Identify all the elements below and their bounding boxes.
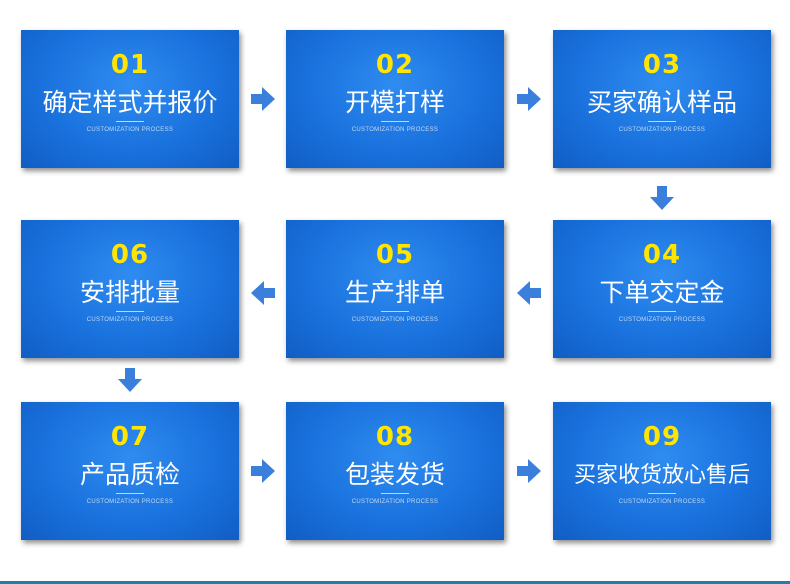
- divider: [116, 493, 144, 494]
- divider: [648, 121, 676, 122]
- step-subtitle: CUSTOMIZATION PROCESS: [618, 317, 706, 323]
- step-subtitle: CUSTOMIZATION PROCESS: [351, 317, 439, 323]
- arrow-left-icon: [516, 280, 542, 306]
- step-title: 产品质检: [79, 460, 180, 489]
- arrow-down-icon: [649, 185, 675, 211]
- divider: [116, 121, 144, 122]
- step-title: 买家确认样品: [586, 88, 737, 117]
- step-subtitle: CUSTOMIZATION PROCESS: [351, 499, 439, 505]
- step-subtitle: CUSTOMIZATION PROCESS: [86, 499, 174, 505]
- divider: [381, 493, 409, 494]
- step-number: 04: [642, 240, 682, 270]
- divider: [116, 311, 144, 312]
- step-card-03: 03 买家确认样品 CUSTOMIZATION PROCESS: [553, 30, 771, 168]
- step-card-04: 04 下单交定金 CUSTOMIZATION PROCESS: [553, 220, 771, 358]
- step-number: 07: [110, 422, 150, 452]
- arrow-down-icon: [117, 367, 143, 393]
- step-number: 03: [642, 50, 682, 80]
- step-number: 06: [110, 240, 150, 270]
- divider: [381, 311, 409, 312]
- divider: [648, 311, 676, 312]
- step-title: 下单交定金: [599, 278, 725, 307]
- step-card-07: 07 产品质检 CUSTOMIZATION PROCESS: [21, 402, 239, 540]
- step-card-08: 08 包装发货 CUSTOMIZATION PROCESS: [286, 402, 504, 540]
- arrow-right-icon: [250, 458, 276, 484]
- step-card-05: 05 生产排单 CUSTOMIZATION PROCESS: [286, 220, 504, 358]
- step-number: 01: [110, 50, 150, 80]
- step-number: 08: [375, 422, 415, 452]
- step-card-01: 01 确定样式并报价 CUSTOMIZATION PROCESS: [21, 30, 239, 168]
- step-title: 安排批量: [79, 278, 180, 307]
- step-subtitle: CUSTOMIZATION PROCESS: [86, 317, 174, 323]
- step-card-02: 02 开模打样 CUSTOMIZATION PROCESS: [286, 30, 504, 168]
- arrow-right-icon: [516, 458, 542, 484]
- step-subtitle: CUSTOMIZATION PROCESS: [618, 499, 706, 505]
- bottom-divider: [0, 581, 790, 584]
- step-title: 买家收货放心售后: [573, 463, 750, 488]
- divider: [381, 121, 409, 122]
- arrow-right-icon: [516, 86, 542, 112]
- step-number: 09: [642, 422, 682, 452]
- step-subtitle: CUSTOMIZATION PROCESS: [351, 127, 439, 133]
- step-number: 05: [375, 240, 415, 270]
- step-title: 包装发货: [344, 460, 445, 489]
- step-title: 确定样式并报价: [42, 88, 218, 117]
- step-title: 开模打样: [344, 88, 445, 117]
- step-subtitle: CUSTOMIZATION PROCESS: [618, 127, 706, 133]
- step-card-09: 09 买家收货放心售后 CUSTOMIZATION PROCESS: [553, 402, 771, 540]
- arrow-right-icon: [250, 86, 276, 112]
- arrow-left-icon: [250, 280, 276, 306]
- divider: [648, 493, 676, 494]
- step-card-06: 06 安排批量 CUSTOMIZATION PROCESS: [21, 220, 239, 358]
- step-subtitle: CUSTOMIZATION PROCESS: [86, 127, 174, 133]
- step-title: 生产排单: [344, 278, 445, 307]
- step-number: 02: [375, 50, 415, 80]
